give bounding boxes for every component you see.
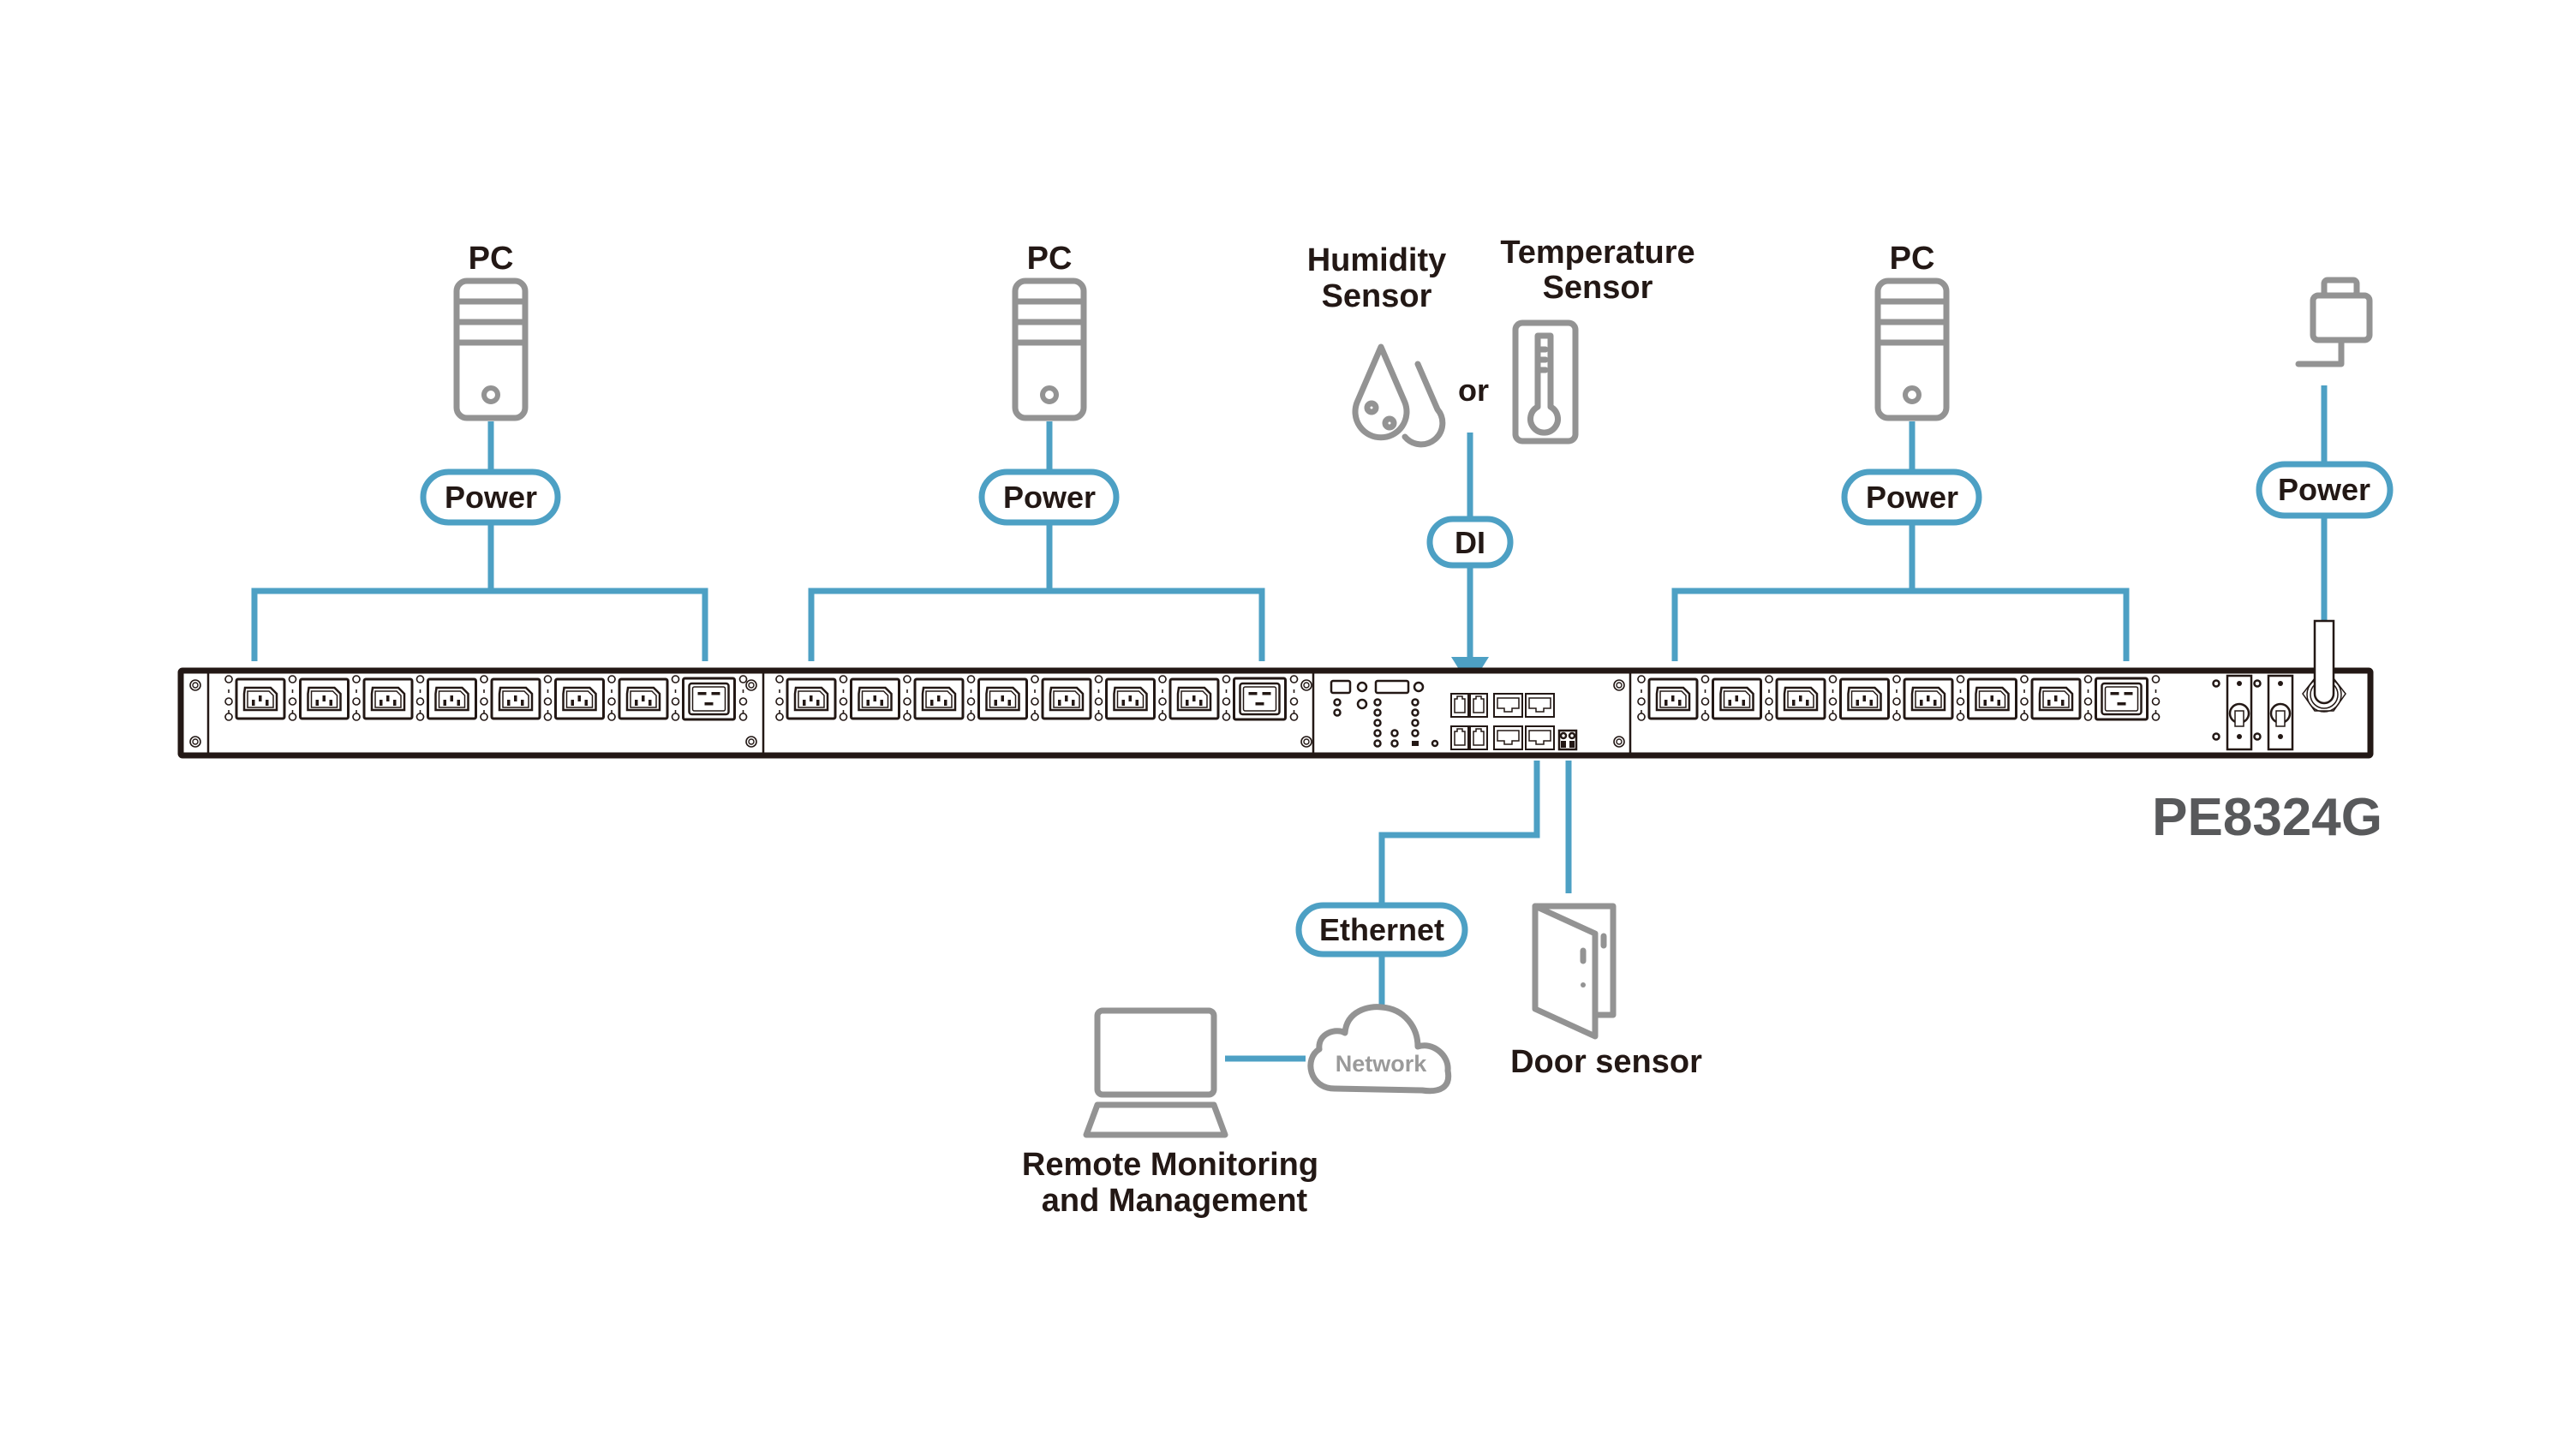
c13-outlet [850, 677, 900, 720]
power-bracket [808, 588, 1265, 661]
power-bracket [1671, 588, 2130, 661]
network-connection: Ethernet Network Remote Monitoring and M… [1022, 761, 1540, 1219]
control-panel [1330, 679, 1578, 751]
power-badge-label: Power [1866, 480, 1958, 515]
c13-outlet [427, 677, 477, 720]
power-bracket [251, 588, 708, 661]
c13-outlet [786, 677, 837, 720]
network-label: Network [1336, 1051, 1428, 1077]
outlet-bank-2 [775, 675, 1299, 721]
outlet-bank-1 [224, 675, 748, 721]
display-window [1330, 679, 1352, 695]
breaker-switch-2[interactable] [2267, 674, 2294, 751]
water-drops-icon [1352, 343, 1446, 448]
c13-outlet [362, 677, 414, 720]
pc-group-3: PC Power [1671, 241, 2130, 661]
c13-outlet [1712, 677, 1762, 720]
temperature-sensor-label-line2: Sensor [1543, 270, 1653, 306]
sensors: Humidity Sensor or Temperature Sensor DI [1307, 235, 1695, 687]
power-plug-icon [2295, 277, 2373, 367]
di-port [1469, 693, 1488, 718]
sensor-port [1469, 725, 1488, 750]
c13-outlet [1168, 677, 1220, 720]
c13-outlet [1041, 677, 1092, 720]
temperature-sensor-label-line1: Temperature [1500, 235, 1694, 271]
di-badge-label: DI [1455, 525, 1485, 560]
pdu-device [177, 619, 2374, 759]
power-badge-label: Power [1003, 480, 1096, 515]
ethernet-line [1378, 761, 1540, 904]
terminal-block [1557, 729, 1578, 751]
door-sensor: Door sensor [1510, 761, 1702, 1080]
c13-outlet [913, 677, 965, 720]
c19-outlet [2095, 677, 2149, 721]
power-cord-inlet [2302, 619, 2346, 713]
outlet-bank-3 [1637, 675, 2161, 721]
pc-tower-icon [457, 281, 525, 418]
ethernet-port [1525, 725, 1555, 750]
breaker-switches [2212, 674, 2294, 751]
pc-label: PC [1027, 241, 1073, 277]
door-sensor-label: Door sensor [1510, 1044, 1702, 1080]
c13-outlet [554, 677, 605, 720]
pc-group-1: PC Power [251, 241, 708, 661]
or-separator: or [1458, 373, 1489, 408]
sensor-port [1450, 725, 1469, 750]
c13-outlet [977, 677, 1028, 720]
thermometer-icon [1512, 319, 1579, 445]
pc-label: PC [469, 241, 514, 277]
c19-outlet [1233, 677, 1287, 721]
c19-outlet [682, 677, 736, 721]
c13-outlet [2030, 677, 2082, 720]
c13-outlet [490, 677, 541, 720]
c13-outlet [1839, 677, 1890, 720]
remote-monitoring-label-line1: Remote Monitoring [1022, 1147, 1318, 1183]
ethernet-badge-label: Ethernet [1319, 912, 1444, 947]
ethernet-port [1493, 693, 1523, 718]
c13-outlet [1775, 677, 1826, 720]
power-badge-label: Power [2278, 472, 2370, 507]
c13-outlet [235, 677, 286, 720]
c13-outlet [1967, 677, 2017, 720]
model-name: PE8324G [2152, 788, 2382, 847]
pc-tower-icon [1015, 281, 1084, 418]
power-badge-label: Power [445, 480, 537, 515]
input-power: Power [2256, 277, 2394, 621]
cloud-icon: Network [1307, 1004, 1452, 1095]
di-port [1450, 693, 1469, 718]
pc-group-2: PC Power [808, 241, 1265, 661]
remote-monitoring-label-line2: and Management [1042, 1183, 1308, 1219]
lcd-window [1374, 679, 1410, 695]
ethernet-port [1525, 693, 1555, 718]
humidity-sensor-label-line2: Sensor [1322, 278, 1432, 314]
c13-outlet [299, 677, 350, 720]
c13-outlet [1105, 677, 1156, 720]
ethernet-port [1493, 725, 1523, 750]
breaker-switch-1[interactable] [2226, 674, 2253, 751]
c13-outlet [618, 677, 669, 720]
door-icon [1532, 903, 1617, 1040]
pc-tower-icon [1878, 281, 1946, 418]
humidity-sensor-label-line1: Humidity [1307, 242, 1447, 278]
laptop-icon [1083, 1007, 1228, 1138]
pc-label: PC [1890, 241, 1935, 277]
c13-outlet [1647, 677, 1699, 720]
c13-outlet [1903, 677, 1954, 720]
